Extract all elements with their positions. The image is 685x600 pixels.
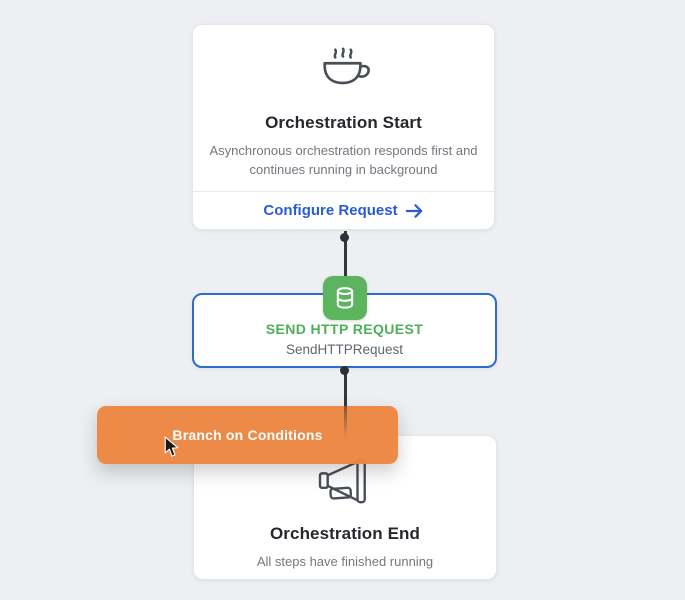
configure-request-link[interactable]: Configure Request (263, 202, 423, 219)
node-type-label: SEND HTTP REQUEST (265, 321, 424, 337)
connector-dot (340, 233, 349, 242)
mouse-cursor (164, 436, 179, 457)
connector-line (344, 366, 347, 406)
node-title: Orchestration Start (265, 113, 422, 132)
node-description: Asynchronous orchestration responds firs… (209, 143, 478, 177)
drag-item-label: Branch on Conditions (172, 427, 323, 443)
drag-item-branch-on-conditions[interactable]: Branch on Conditions (97, 406, 398, 464)
coffee-cup-icon (322, 47, 370, 85)
node-title: Orchestration End (269, 524, 420, 543)
megaphone-icon (318, 458, 366, 504)
configure-request-label: Configure Request (263, 202, 398, 219)
node-orchestration-start[interactable]: Orchestration Start Asynchronous orchest… (192, 24, 495, 230)
arrow-right-icon (405, 203, 422, 218)
connector-line-fading (344, 406, 347, 438)
connector-line (344, 231, 347, 277)
node-send-http-request[interactable]: SEND HTTP REQUEST SendHTTPRequest (192, 293, 497, 368)
node-description: All steps have finished running (256, 554, 434, 569)
node-footer: Configure Request (193, 191, 494, 229)
database-icon (336, 287, 354, 309)
database-icon-badge (323, 276, 367, 320)
connector-dot (340, 366, 349, 375)
node-name: SendHTTPRequest (285, 342, 404, 357)
